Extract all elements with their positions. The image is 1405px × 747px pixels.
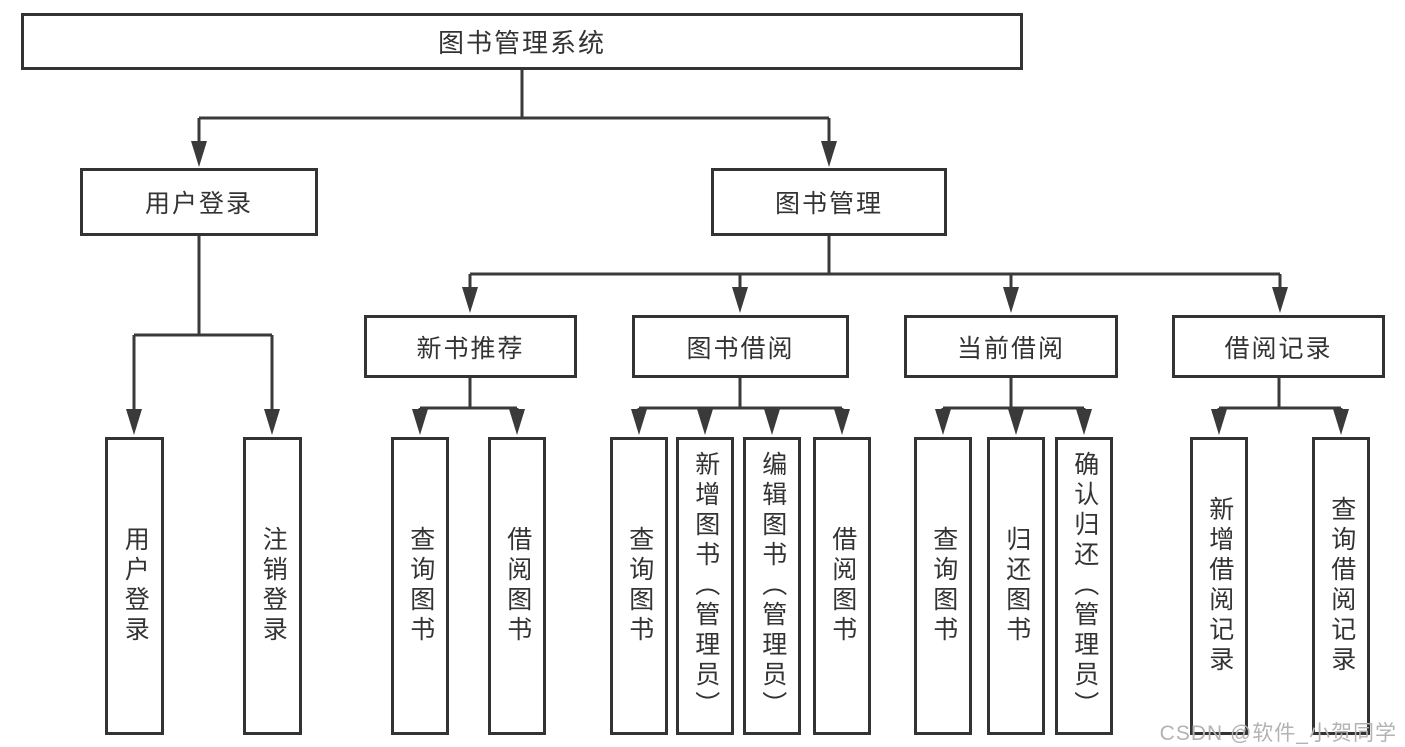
leaf-borrow-query-books: 查询图书 — [610, 437, 668, 735]
node-book-borrowing: 图书借阅 — [632, 315, 849, 378]
edge-current-to-children — [941, 378, 1086, 412]
edge-borrow-to-children — [637, 378, 844, 412]
leaf-current-confirm-return-admin: 确认归还（管理员） — [1055, 437, 1113, 735]
leaf-borrow-borrow-books: 借阅图书 — [813, 437, 871, 735]
leaf-recommend-query-books: 查询图书 — [391, 437, 449, 735]
edge-records-to-children — [1217, 378, 1343, 412]
csdn-watermark: CSDN @软件_小贺同学 — [1159, 722, 1397, 745]
arrowheads — [126, 141, 1349, 435]
leaf-user-login: 用户登录 — [105, 437, 164, 735]
leaf-logout-login: 注销登录 — [243, 437, 302, 735]
leaf-borrow-edit-books-admin: 编辑图书（管理员） — [743, 437, 801, 735]
edge-book-management-to-level3 — [468, 236, 1282, 290]
leaf-current-query-books: 查询图书 — [914, 437, 972, 735]
node-user-login: 用户登录 — [80, 168, 318, 236]
leaf-records-add-record: 新增借阅记录 — [1190, 437, 1248, 735]
leaf-current-return-books: 归还图书 — [987, 437, 1045, 735]
edge-recommend-to-children — [418, 378, 519, 412]
node-current-borrowing: 当前借阅 — [904, 315, 1118, 378]
node-new-book-recommendation: 新书推荐 — [364, 315, 577, 378]
leaf-records-query-record: 查询借阅记录 — [1312, 437, 1370, 735]
node-library-management-system: 图书管理系统 — [21, 13, 1023, 70]
node-borrowing-records: 借阅记录 — [1172, 315, 1385, 378]
leaf-recommend-borrow-books: 借阅图书 — [488, 437, 546, 735]
edge-root-to-level2 — [197, 68, 831, 144]
node-book-management: 图书管理 — [711, 168, 947, 236]
leaf-borrow-add-books-admin: 新增图书（管理员） — [676, 437, 734, 735]
edge-user-login-to-children — [132, 236, 274, 412]
